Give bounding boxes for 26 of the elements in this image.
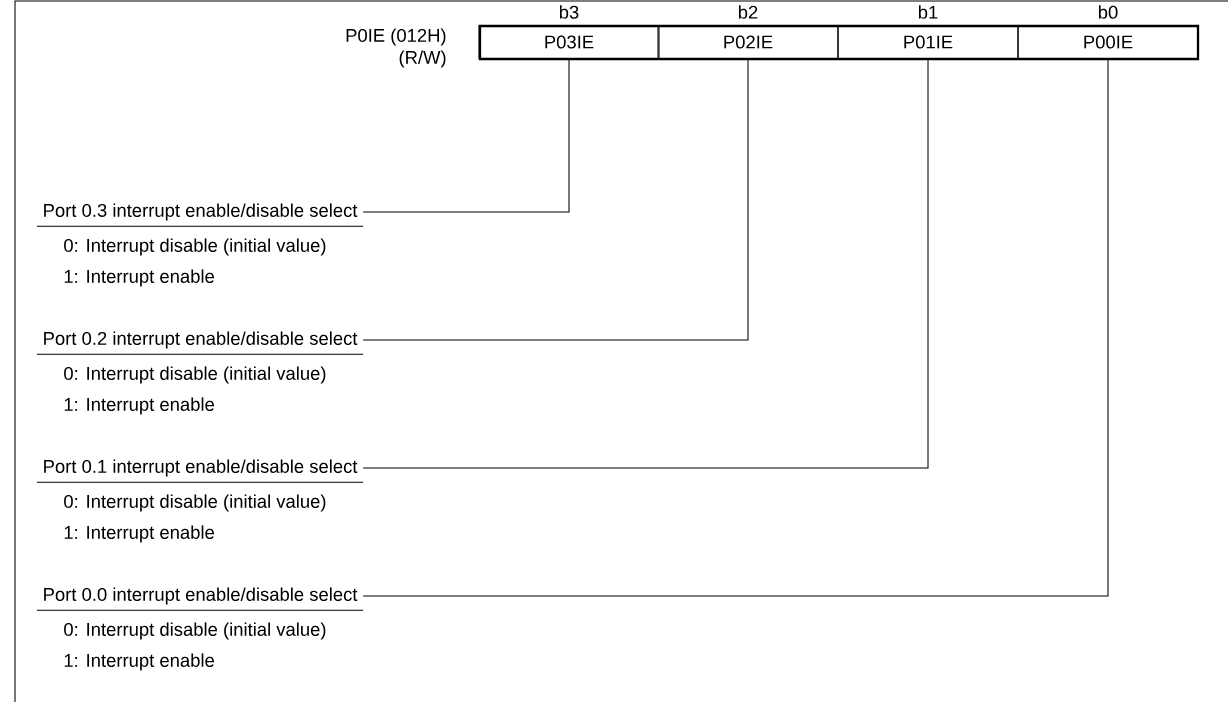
leader-line [362,58,929,469]
bit-label: b1 [918,5,938,19]
leader-line [362,58,570,213]
register-cell: P03IE [478,24,660,59]
option-text: 1: Interrupt enable [64,525,214,543]
bit-label: b2 [738,5,758,19]
option-text: 1: Interrupt enable [64,397,214,415]
field-description: Port 0.3 interrupt enable/disable select [36,203,364,227]
field-description: Port 0.0 interrupt enable/disable select [36,587,364,611]
register-cell: P00IE [1017,24,1199,59]
option-text: 1: Interrupt enable [64,269,214,287]
field-description: Port 0.2 interrupt enable/disable select [36,331,364,355]
leader-line [362,58,749,341]
option-text: 1: Interrupt enable [64,653,214,671]
option-text: 0: Interrupt disable (initial value) [64,494,326,512]
register-label: P0IE (012H) [346,28,446,46]
field-description: Port 0.1 interrupt enable/disable select [36,459,364,483]
register-cell: P01IE [837,24,1019,59]
option-text: 0: Interrupt disable (initial value) [64,622,326,640]
option-text: 0: Interrupt disable (initial value) [64,366,326,384]
bit-label: b0 [1098,5,1118,19]
leader-line [362,58,1109,597]
bit-label: b3 [559,5,579,19]
option-text: 0: Interrupt disable (initial value) [64,238,326,256]
register-label: (R/W) [399,50,446,68]
register-cell: P02IE [657,24,839,59]
